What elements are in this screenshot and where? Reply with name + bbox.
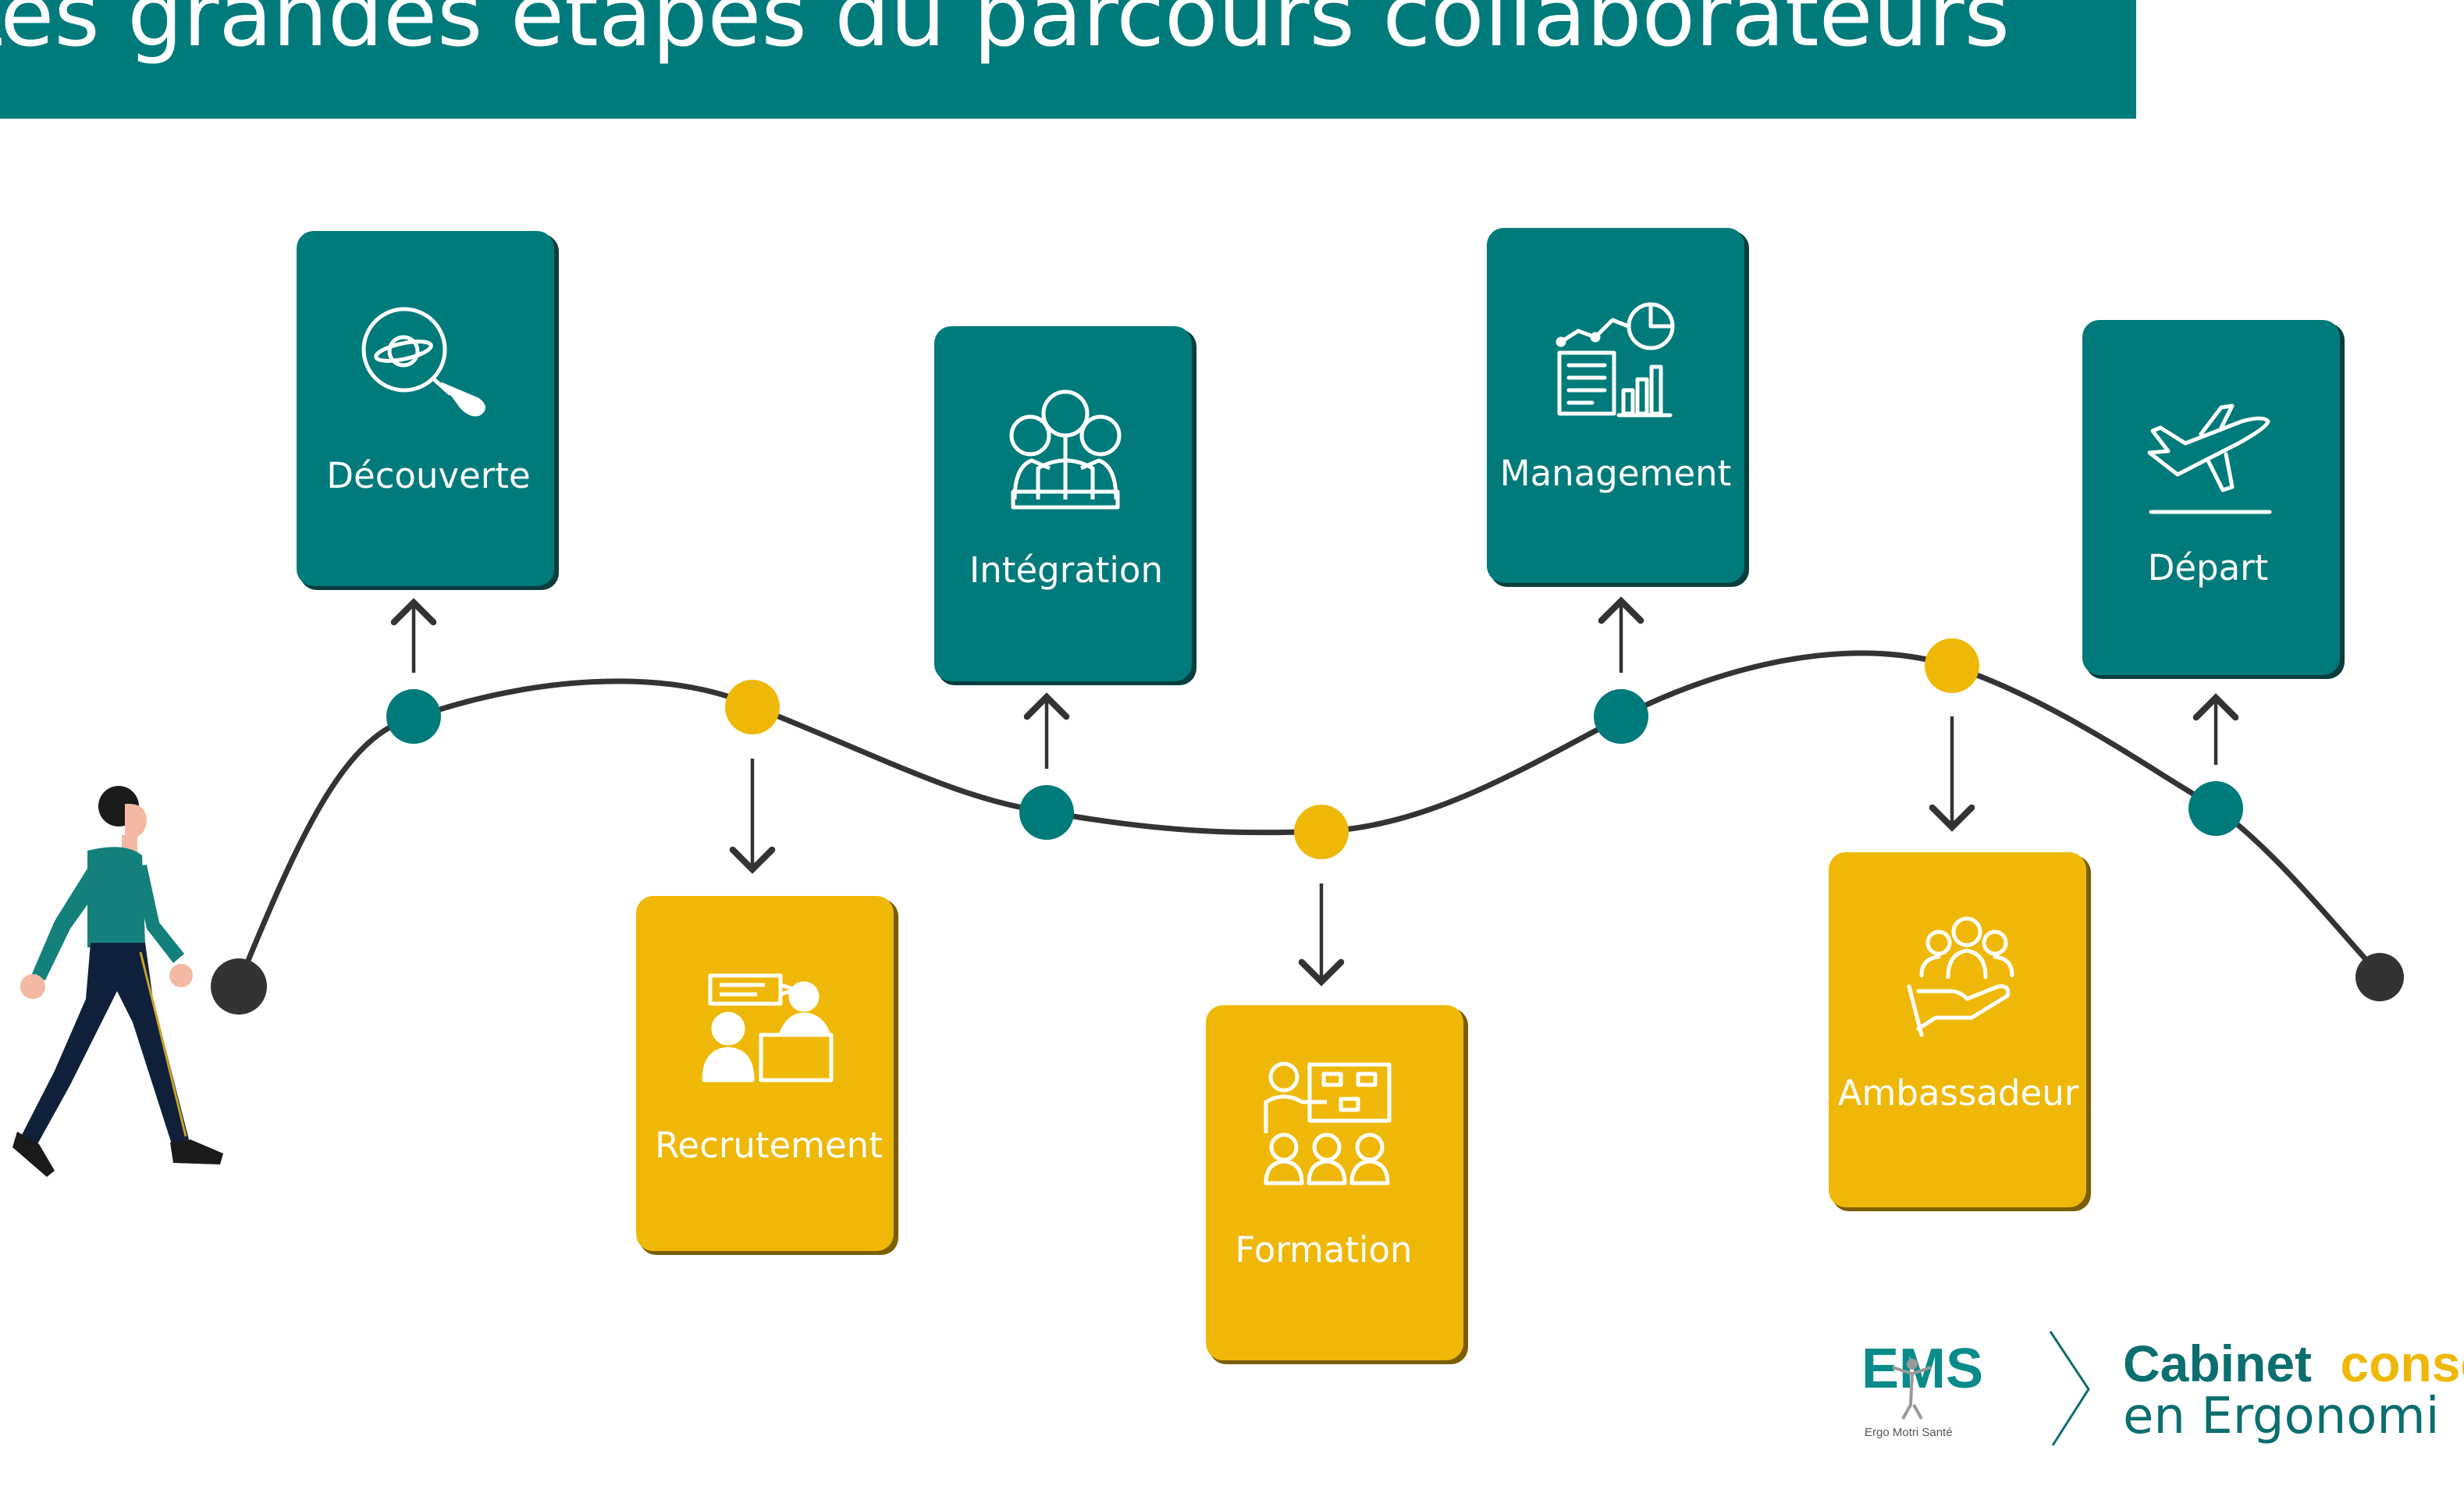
stage-ambassadeur: Ambassadeur xyxy=(1829,638,2091,1211)
person-shoe-left xyxy=(12,1132,55,1177)
team-group-icon xyxy=(1009,389,1122,510)
stage-depart: Départ xyxy=(2082,320,2345,836)
stage-card xyxy=(934,326,1192,681)
stage-formation: Formation xyxy=(1206,805,1468,1364)
stage-label: Découverte xyxy=(326,455,530,496)
stage-card xyxy=(636,896,894,1251)
person-hand-right xyxy=(169,964,193,987)
title-banner-bg xyxy=(0,0,2136,119)
training-presentation-icon xyxy=(1264,1061,1392,1186)
logo-figure-icon xyxy=(1892,1366,1932,1420)
path-end-point xyxy=(2356,953,2404,1001)
stage-card xyxy=(1829,852,2086,1207)
path-start-point xyxy=(211,958,267,1015)
person-trousers xyxy=(22,943,189,1144)
stage-node xyxy=(1594,689,1648,744)
stage-label: Ambassadeur xyxy=(1838,1072,2079,1114)
stage-label: Management xyxy=(1500,453,1731,494)
stage-label: Départ xyxy=(2148,547,2269,588)
logo-caption: Ergo Motri Santé xyxy=(1865,1426,1953,1439)
logo-figure-head xyxy=(1907,1359,1918,1370)
ambassador-hand-icon xyxy=(1907,916,2014,1037)
stage-integration: Intégration xyxy=(934,326,1196,840)
stage-card xyxy=(297,231,554,586)
stage-recrutement: Recrutement xyxy=(636,680,898,1255)
person-neck xyxy=(122,835,137,852)
person-arm-right xyxy=(133,865,184,963)
stage-node xyxy=(1294,805,1349,859)
stage-decouverte: Découverte xyxy=(297,231,559,744)
title-banner: Les grandes étapes du parcours collabora… xyxy=(0,0,2136,119)
stage-node xyxy=(1019,785,1074,840)
person-face xyxy=(125,803,147,839)
analytics-report-icon xyxy=(1556,302,1675,418)
stage-node xyxy=(1925,638,1979,693)
planet-magnifier-icon xyxy=(361,307,485,417)
person-hand-left xyxy=(20,974,45,999)
stage-label: Formation xyxy=(1235,1229,1412,1271)
person-trouser-stripe xyxy=(139,951,187,1137)
airplane-departure-icon xyxy=(2147,403,2272,514)
stage-card xyxy=(2082,320,2340,675)
stage-label: Intégration xyxy=(969,549,1163,591)
walking-person-illustration xyxy=(12,786,223,1177)
stage-node xyxy=(2188,781,2243,836)
ems-logo: EMS Ergo Motri Santé xyxy=(1861,1338,1983,1439)
interview-icon xyxy=(702,973,834,1082)
page-title: Les grandes étapes du parcours collabora… xyxy=(0,0,2010,66)
stage-node xyxy=(386,689,441,744)
tagline-line2: en Ergonomi xyxy=(2123,1388,2440,1445)
footer-chevron-icon xyxy=(2049,1331,2090,1446)
stage-management: Management xyxy=(1487,228,1749,744)
stage-node xyxy=(725,680,780,734)
tagline-word-cabinet: Cabinet xyxy=(2123,1335,2312,1392)
stage-label: Recrutement xyxy=(655,1125,883,1166)
person-shoe-right xyxy=(170,1139,223,1164)
person-arm-left xyxy=(31,858,109,980)
